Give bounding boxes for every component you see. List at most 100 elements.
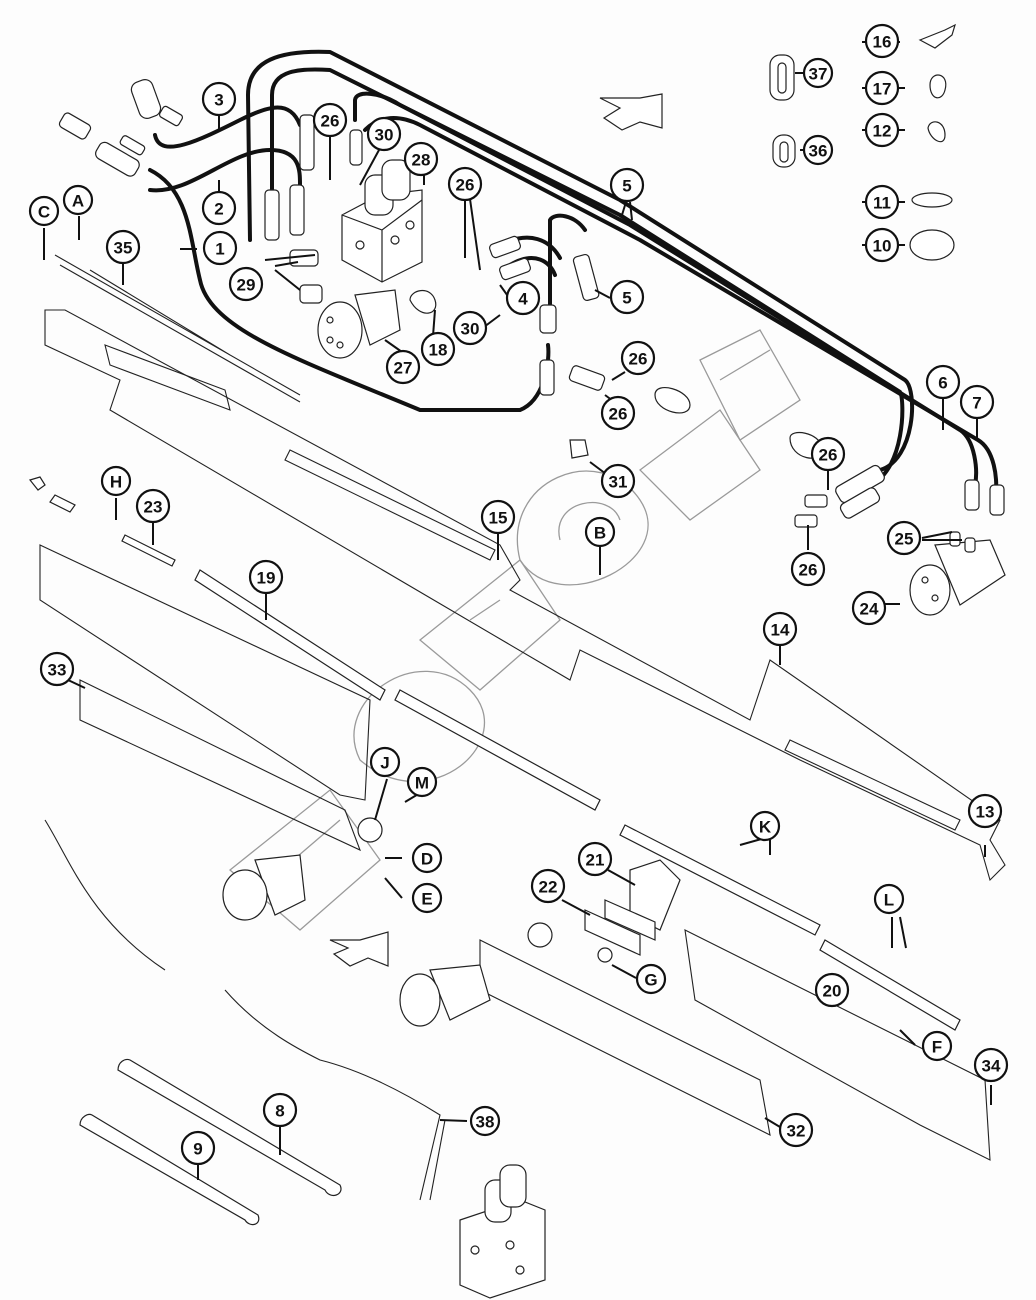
callout-26-f[interactable]: 26 — [790, 551, 826, 587]
svg-text:29: 29 — [237, 276, 256, 295]
callout-2[interactable]: 2 — [201, 190, 237, 226]
callout-26-b[interactable]: 26 — [447, 166, 483, 202]
callout-24[interactable]: 24 — [851, 590, 887, 626]
callout-27[interactable]: 27 — [385, 349, 421, 385]
svg-text:34: 34 — [982, 1057, 1001, 1076]
callout-29[interactable]: 29 — [228, 266, 264, 302]
svg-text:8: 8 — [275, 1102, 284, 1121]
cable-38 — [44, 819, 446, 1201]
callout-16[interactable]: 16 — [864, 23, 900, 59]
svg-text:36: 36 — [809, 142, 828, 161]
callout-13[interactable]: 13 — [967, 793, 1003, 829]
callout-G[interactable]: G — [635, 963, 667, 995]
svg-text:31: 31 — [609, 473, 628, 492]
svg-text:33: 33 — [48, 661, 67, 680]
hose-3 — [153, 105, 302, 149]
callout-26-c[interactable]: 26 — [620, 340, 656, 376]
svg-text:30: 30 — [461, 320, 480, 339]
shaft-23 — [121, 534, 176, 567]
svg-text:16: 16 — [873, 33, 892, 52]
callout-7[interactable]: 7 — [959, 384, 995, 420]
callout-23[interactable]: 23 — [135, 488, 171, 524]
callout-30-a[interactable]: 30 — [366, 116, 402, 152]
svg-text:20: 20 — [823, 982, 842, 1001]
callout-1[interactable]: 1 — [202, 230, 238, 266]
svg-text:1: 1 — [215, 240, 224, 259]
callout-30-b[interactable]: 30 — [452, 310, 488, 346]
valve-block — [341, 159, 423, 283]
callout-32[interactable]: 32 — [778, 1112, 814, 1148]
callout-37[interactable]: 37 — [802, 57, 834, 89]
callout-D[interactable]: D — [411, 842, 443, 874]
callout-19[interactable]: 19 — [248, 559, 284, 595]
hydraulic-motor-24 — [909, 531, 1006, 616]
callout-C[interactable]: C — [28, 195, 60, 227]
svg-text:26: 26 — [321, 112, 340, 131]
callout-26-e[interactable]: 26 — [810, 436, 846, 472]
svg-text:30: 30 — [375, 126, 394, 145]
callout-26-d[interactable]: 26 — [600, 395, 636, 431]
hose-2 — [148, 148, 302, 193]
callout-A[interactable]: A — [62, 184, 94, 216]
svg-text:D: D — [421, 850, 433, 869]
svg-text:M: M — [415, 774, 429, 793]
callout-15[interactable]: 15 — [480, 499, 516, 535]
callout-L[interactable]: L — [873, 883, 905, 915]
callout-4[interactable]: 4 — [505, 280, 541, 316]
callout-14[interactable]: 14 — [762, 611, 798, 647]
svg-text:32: 32 — [787, 1122, 806, 1141]
svg-text:23: 23 — [144, 498, 163, 517]
callout-11[interactable]: 11 — [864, 184, 900, 220]
panel-33 — [39, 544, 371, 852]
callout-5-lower[interactable]: 5 — [609, 279, 645, 315]
callout-M[interactable]: M — [406, 766, 438, 798]
small-hardware — [769, 23, 956, 261]
callout-34[interactable]: 34 — [973, 1047, 1009, 1083]
svg-text:E: E — [421, 890, 432, 909]
svg-text:35: 35 — [114, 239, 133, 258]
callout-6[interactable]: 6 — [925, 364, 961, 400]
callout-3[interactable]: 3 — [201, 81, 237, 117]
callout-25[interactable]: 25 — [886, 520, 922, 556]
svg-text:17: 17 — [873, 80, 892, 99]
callout-33[interactable]: 33 — [39, 651, 75, 687]
callout-10[interactable]: 10 — [864, 227, 900, 263]
solenoid-valve-block — [459, 1164, 546, 1299]
callout-17[interactable]: 17 — [864, 70, 900, 106]
callout-38[interactable]: 38 — [469, 1105, 501, 1137]
svg-text:B: B — [594, 524, 606, 543]
callout-28[interactable]: 28 — [403, 141, 439, 177]
callout-22[interactable]: 22 — [530, 868, 566, 904]
callout-8[interactable]: 8 — [262, 1092, 298, 1128]
callout-21[interactable]: 21 — [577, 841, 613, 877]
callouts: 1 2 3 4 5 5 6 7 8 9 10 11 12 13 14 15 16… — [28, 23, 1009, 1166]
callout-5-upper[interactable]: 5 — [609, 167, 645, 203]
svg-text:L: L — [884, 891, 894, 910]
svg-text:6: 6 — [938, 374, 947, 393]
svg-text:J: J — [380, 754, 389, 773]
svg-text:15: 15 — [489, 509, 508, 528]
callout-B[interactable]: B — [584, 516, 616, 548]
callout-26-a[interactable]: 26 — [312, 102, 348, 138]
svg-text:A: A — [72, 192, 84, 211]
callout-12[interactable]: 12 — [864, 112, 900, 148]
direction-arrow-top — [599, 93, 663, 131]
svg-text:G: G — [644, 971, 657, 990]
drive-motor-right — [399, 859, 681, 1027]
svg-text:5: 5 — [622, 177, 631, 196]
callout-36[interactable]: 36 — [802, 134, 834, 166]
callout-H[interactable]: H — [100, 465, 132, 497]
callout-31[interactable]: 31 — [600, 463, 636, 499]
callout-35[interactable]: 35 — [105, 229, 141, 265]
svg-text:K: K — [759, 818, 772, 837]
callout-J[interactable]: J — [369, 746, 401, 778]
callout-20[interactable]: 20 — [814, 972, 850, 1008]
callout-E[interactable]: E — [411, 882, 443, 914]
callout-9[interactable]: 9 — [180, 1130, 216, 1166]
callout-F[interactable]: F — [921, 1030, 953, 1062]
svg-text:3: 3 — [214, 91, 223, 110]
svg-text:26: 26 — [609, 405, 628, 424]
callout-18[interactable]: 18 — [420, 331, 456, 367]
callout-K[interactable]: K — [749, 810, 781, 842]
